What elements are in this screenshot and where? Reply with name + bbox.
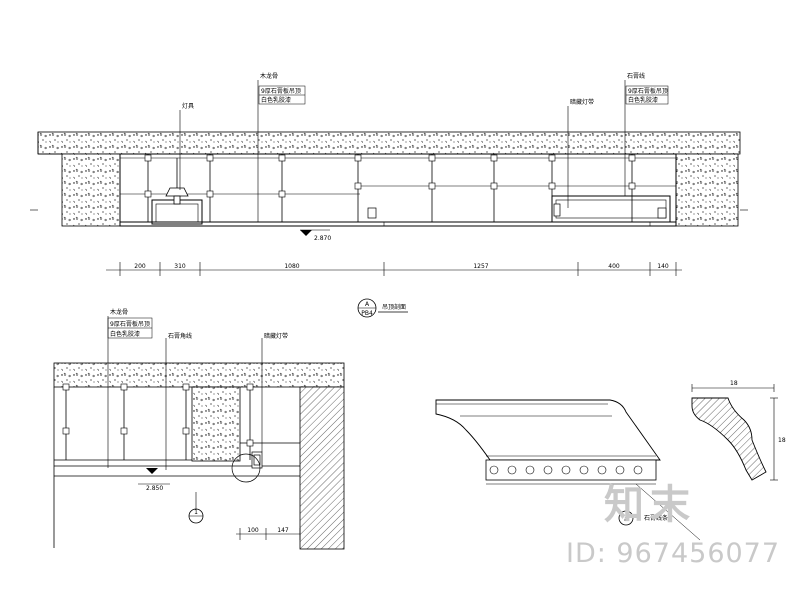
svg-text:1: 1 [194,509,198,516]
profile-height: 18 [778,437,786,444]
detail-symbol: 1 [188,492,204,524]
ornament-row-icon [489,465,643,475]
top-ceiling-section: 2.870 灯具 木龙骨 9厚石膏板吊顶 白色乳胶漆 暗藏灯带 石膏线 9厚石膏… [30,72,748,318]
molding-elevation: a 石膏线条 [435,399,701,541]
dim-4: 1257 [473,263,488,270]
detail-circle [231,453,261,483]
dim-3: 1080 [284,263,299,270]
wall-detail [299,386,345,550]
svg-text:木龙骨: 木龙骨 [260,72,278,80]
svg-text:a: a [624,516,628,523]
strip-light-detail-icon [251,451,263,469]
dimension-line-top [106,262,682,276]
section-symbol: A PB4 吊顶剖面 [357,298,408,318]
svg-text:9厚石膏板吊顶: 9厚石膏板吊顶 [261,87,301,95]
svg-text:PB4: PB4 [361,310,373,317]
dim-5: 400 [608,263,620,270]
section-title: 吊顶剖面 [382,303,406,311]
svg-text:9厚石膏板吊顶: 9厚石膏板吊顶 [628,87,668,95]
svg-text:147: 147 [277,527,289,534]
molding-profile: 18 18 [691,380,786,481]
slab-top [37,131,741,155]
elevation-label-detail: 2.850 [146,485,163,492]
svg-text:石膏线: 石膏线 [627,72,645,80]
beam-detail [191,386,241,462]
ceiling-frame [119,153,677,227]
svg-text:白色乳胶漆: 白色乳胶漆 [628,96,658,104]
dimension-line-detail [236,528,301,540]
dim-6: 140 [657,263,669,270]
dim-1: 200 [134,263,146,270]
callout-top-right: 石膏线 9厚石膏板吊顶 白色乳胶漆 [625,72,669,105]
svg-text:木龙骨: 木龙骨 [110,308,128,316]
lamp-fixture-icon [165,158,189,205]
strip-light-icon [367,203,667,219]
watermark-id: ID: 967456077 [566,538,781,569]
callout-detail-c: 暗藏灯带 [264,332,288,340]
cove-box-right [551,195,671,223]
svg-text:100: 100 [247,527,259,534]
callout-lamp: 灯具 [182,102,194,110]
callout-detail-a: 木龙骨 9厚石膏板吊顶 白色乳胶漆 [107,308,153,339]
svg-text:白色乳胶漆: 白色乳胶漆 [110,330,140,338]
svg-text:A: A [365,301,370,308]
profile-width: 18 [730,380,738,387]
callout-detail-b: 石膏角线 [168,332,192,340]
elevation-mark-top: 2.870 [300,229,331,242]
molding-symbol: a [618,510,634,526]
slab-detail [53,362,345,388]
wall-right [675,153,739,227]
callout-strip-light: 暗藏灯带 [570,98,594,106]
ceiling-detail-section: 2.850 木龙骨 9厚石膏板吊顶 白色乳胶漆 石膏角线 暗藏灯带 1 [53,308,345,550]
watermark-brand: 知末 [604,482,696,528]
svg-text:9厚石膏板吊顶: 9厚石膏板吊顶 [110,320,150,328]
wall-left [61,153,121,227]
elevation-label: 2.870 [314,235,331,242]
svg-text:白色乳胶漆: 白色乳胶漆 [261,96,291,104]
callout-top-mid: 木龙骨 9厚石膏板吊顶 白色乳胶漆 [258,72,306,105]
dim-2: 310 [174,263,186,270]
molding-label: 石膏线条 [644,514,668,522]
